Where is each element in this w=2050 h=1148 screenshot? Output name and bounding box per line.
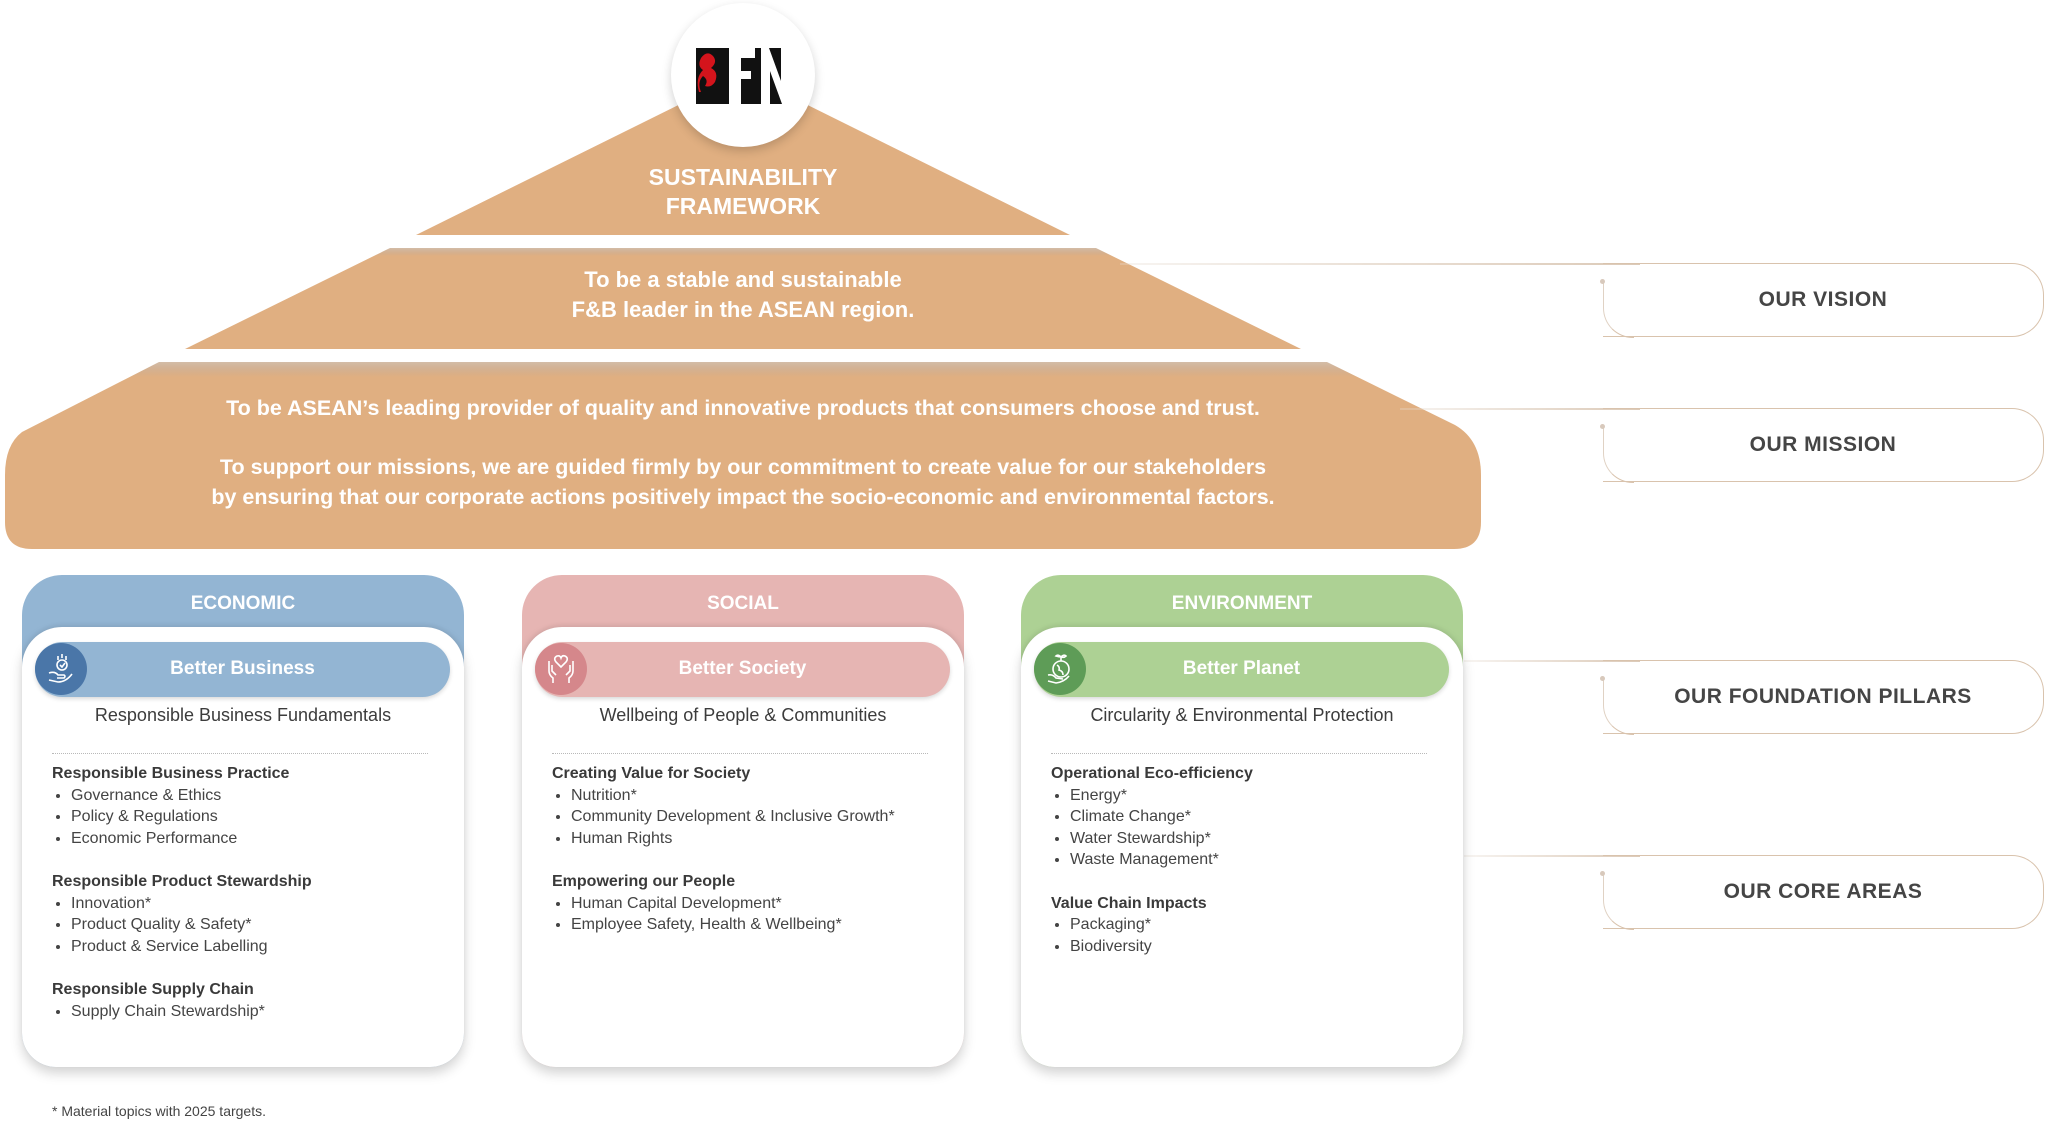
- pillar-subtitle: Wellbeing of People & Communities: [599, 705, 887, 725]
- globe-hand-icon: [1034, 643, 1086, 695]
- label-text: OUR CORE AREAS: [1723, 880, 1923, 903]
- core-connector-line: [1464, 855, 1640, 857]
- list-item: Employee Safety, Health & Wellbeing*: [571, 914, 954, 936]
- fn-logo-icon: [696, 48, 790, 104]
- vision-connector-line: [1120, 263, 1640, 265]
- pillar-body: Better Society Wellbeing of People & Com…: [522, 627, 964, 1067]
- list-item: Nutrition*: [571, 785, 954, 807]
- pillar-card-social: SOCIAL Better Society Wellbeing of Peopl…: [522, 575, 964, 1067]
- mission-connector-line: [1400, 408, 1640, 410]
- pyramid-top-tier: [416, 73, 1070, 235]
- label-text: OUR MISSION: [1749, 433, 1897, 456]
- core-areas-list: Creating Value for Society Nutrition*Com…: [552, 763, 954, 957]
- list-item: Community Development & Inclusive Growth…: [571, 806, 954, 828]
- label-text: OUR VISION: [1758, 288, 1888, 311]
- pillar-pill: Better Planet: [1034, 642, 1449, 697]
- pillar-header: ECONOMIC: [190, 593, 296, 614]
- core-areas-list: Operational Eco-efficiency Energy*Climat…: [1051, 763, 1453, 979]
- pillar-header: SOCIAL: [707, 593, 779, 614]
- list-item: Human Capital Development*: [571, 893, 954, 915]
- pillar-header: ENVIRONMENT: [1171, 593, 1313, 614]
- company-logo: [671, 3, 815, 147]
- group-title: Operational Eco-efficiency: [1051, 765, 1253, 782]
- pillar-body: Better Business Responsible Business Fun…: [22, 627, 464, 1067]
- list-item: Innovation*: [71, 893, 454, 915]
- pillar-pill-label: Better Society: [678, 658, 807, 679]
- list-item: Product Quality & Safety*: [71, 914, 454, 936]
- core-area-group: Value Chain Impacts Packaging*Biodiversi…: [1051, 893, 1453, 958]
- list-item: Policy & Regulations: [71, 806, 454, 828]
- pillar-pill: Better Business: [35, 642, 450, 697]
- pyramid-vision-tier: [185, 248, 1301, 349]
- framework-title-line1: SUSTAINABILITY: [648, 164, 838, 190]
- group-title: Responsible Supply Chain: [52, 980, 254, 998]
- list-item: Human Rights: [571, 828, 954, 850]
- list-item: Biodiversity: [1070, 936, 1453, 958]
- pillar-body: Better Planet Circularity & Environmenta…: [1021, 627, 1463, 1067]
- vision-line2: F&B leader in the ASEAN region.: [571, 297, 915, 322]
- mission-line2: To support our missions, we are guided f…: [219, 455, 1267, 479]
- label-our-foundation-pillars: OUR FOUNDATION PILLARS: [1600, 660, 2044, 735]
- group-title: Value Chain Impacts: [1051, 894, 1207, 912]
- list-item: Economic Performance: [71, 828, 454, 850]
- label-our-vision: OUR VISION: [1600, 263, 2044, 338]
- group-title: Creating Value for Society: [552, 765, 751, 782]
- pillar-pill-label: Better Planet: [1182, 658, 1301, 679]
- core-area-group: Creating Value for Society Nutrition*Com…: [552, 763, 954, 849]
- pillar-pill-label: Better Business: [170, 658, 315, 679]
- mission-line1: To be ASEAN’s leading provider of qualit…: [226, 396, 1260, 420]
- pillar-card-environment: ENVIRONMENT Better Planet Circularity & …: [1021, 575, 1463, 1067]
- group-title: Empowering our People: [552, 872, 736, 890]
- divider: [1051, 753, 1427, 754]
- framework-title: SUSTAINABILITY FRAMEWORK: [543, 163, 943, 221]
- list-item: Water Stewardship*: [1070, 828, 1453, 850]
- vision-line1: To be a stable and sustainable: [584, 267, 902, 292]
- pillar-subtitle: Responsible Business Fundamentals: [94, 705, 392, 725]
- core-area-group: Responsible Product Stewardship Innovati…: [52, 871, 454, 957]
- label-text: OUR FOUNDATION PILLARS: [1674, 685, 1972, 708]
- divider: [52, 753, 428, 754]
- hands-growth-icon: [35, 643, 87, 695]
- mission-line3: by ensuring that our corporate actions p…: [211, 485, 1275, 509]
- pillar-card-economic: ECONOMIC Better Business Responsible Bus…: [22, 575, 464, 1067]
- mission-statement: To be ASEAN’s leading provider of qualit…: [60, 393, 1426, 512]
- pillars-connector-line: [1464, 660, 1640, 662]
- core-area-group: Responsible Supply Chain Supply Chain St…: [52, 979, 454, 1022]
- list-item: Energy*: [1070, 785, 1453, 807]
- divider: [552, 753, 928, 754]
- pillar-subtitle: Circularity & Environmental Protection: [1090, 705, 1394, 725]
- list-item: Supply Chain Stewardship*: [71, 1001, 454, 1023]
- list-item: Governance & Ethics: [71, 785, 454, 807]
- core-area-group: Responsible Business Practice Governance…: [52, 763, 454, 849]
- group-title: Responsible Product Stewardship: [52, 872, 312, 890]
- list-item: Climate Change*: [1070, 806, 1453, 828]
- framework-title-line2: FRAMEWORK: [665, 193, 821, 219]
- core-area-group: Empowering our People Human Capital Deve…: [552, 871, 954, 936]
- list-item: Packaging*: [1070, 914, 1453, 936]
- footnote: * Material topics with 2025 targets.: [52, 1103, 266, 1119]
- hands-heart-icon: [535, 643, 587, 695]
- list-item: Product & Service Labelling: [71, 936, 454, 958]
- pillar-pill: Better Society: [535, 642, 950, 697]
- list-item: Waste Management*: [1070, 849, 1453, 871]
- vision-statement: To be a stable and sustainable F&B leade…: [443, 265, 1043, 325]
- label-our-core-areas: OUR CORE AREAS: [1600, 855, 2044, 930]
- group-title: Responsible Business Practice: [52, 765, 290, 782]
- pyramid-mission-tier: [5, 362, 1481, 549]
- label-our-mission: OUR MISSION: [1600, 408, 2044, 483]
- core-area-group: Operational Eco-efficiency Energy*Climat…: [1051, 763, 1453, 871]
- core-areas-list: Responsible Business Practice Governance…: [52, 763, 454, 1044]
